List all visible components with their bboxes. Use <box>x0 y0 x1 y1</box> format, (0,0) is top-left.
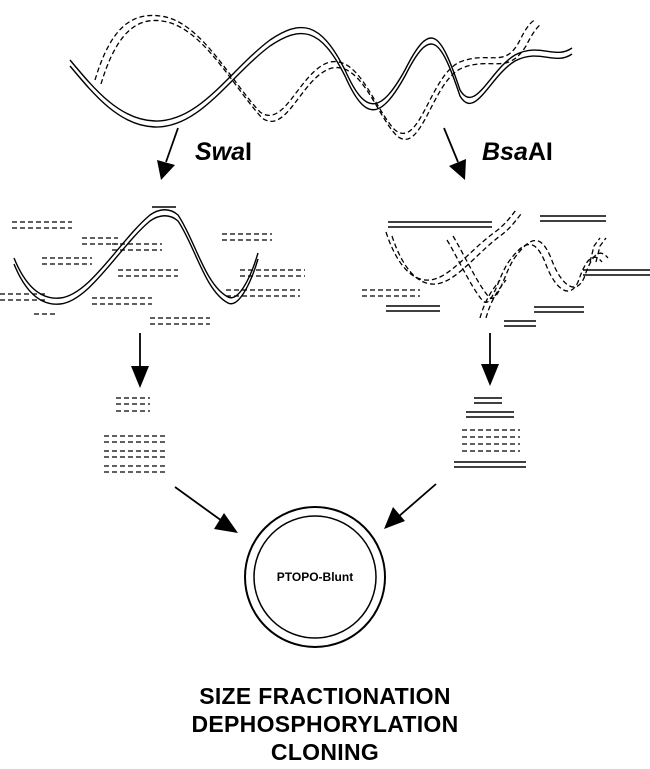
step-size-fractionation: SIZE FRACTIONATION <box>199 683 451 709</box>
dashed-dna-duplex <box>94 14 542 140</box>
arrow-swai-digest <box>157 127 179 180</box>
arrow-swai-cloning <box>174 486 238 533</box>
plasmid-vector: PTOPO-Blunt <box>244 506 386 648</box>
genomic-dna <box>69 14 573 140</box>
solid-dna-duplex <box>69 26 573 128</box>
arrow-swai-size <box>131 333 149 388</box>
enzyme-label-bsaai: BsaAI <box>482 138 553 166</box>
step-cloning: CLONING <box>270 739 380 765</box>
arrow-bsaai-cloning <box>384 483 437 529</box>
bsaai-fragments <box>362 209 650 327</box>
enzyme-left-roman: I <box>245 138 252 166</box>
enzyme-label-swai: SwaI <box>195 138 252 166</box>
enzyme-left-italic: Swa <box>195 138 245 166</box>
swai-selected-fragments <box>104 397 166 473</box>
swai-short-fragments <box>0 221 305 325</box>
plasmid-label: PTOPO-Blunt <box>277 570 353 584</box>
bsaai-selected-fragments <box>454 397 526 468</box>
enzyme-right-italic: Bsa <box>482 138 528 166</box>
step-dephosphorylation: DEPHOSPHORYLATION <box>191 711 459 737</box>
swai-fragments <box>0 206 305 325</box>
arrow-bsaai-digest <box>443 127 466 180</box>
enzyme-right-roman: AI <box>528 138 553 166</box>
arrow-bsaai-size <box>481 333 499 386</box>
